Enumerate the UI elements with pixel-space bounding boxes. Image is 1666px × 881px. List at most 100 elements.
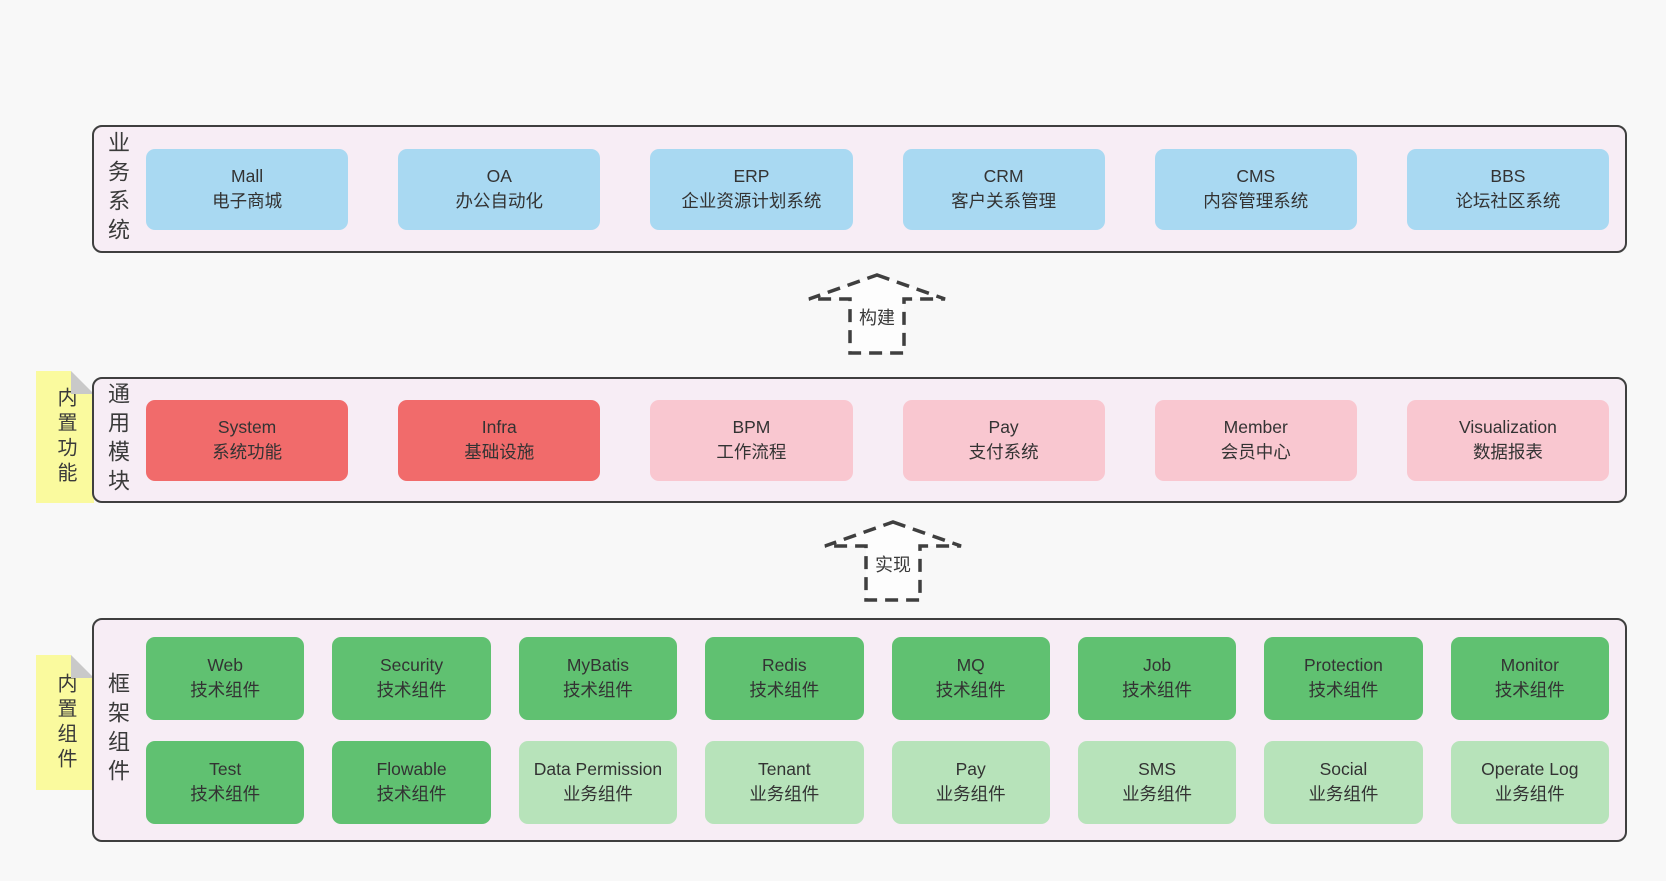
layer-framework-components: 框架组件 Web 技术组件 Security 技术组件 MyBatis 技术组件… (92, 618, 1627, 842)
node-title: CRM (983, 166, 1024, 187)
node-subtitle: 企业资源计划系统 (681, 191, 822, 211)
node-subtitle: 办公自动化 (455, 191, 544, 211)
node-title: Mall (231, 166, 264, 187)
node-subtitle: 技术组件 (1494, 680, 1565, 700)
sticky-note-label: 内置功能 (54, 387, 76, 487)
layer-common-modules: 通用模块 System 系统功能 Infra 基础设施 BPM 工作流程 Pay… (92, 377, 1627, 503)
framework-row-1: Web 技术组件 Security 技术组件 MyBatis 技术组件 Redi… (146, 636, 1609, 720)
node-subtitle: 客户关系管理 (951, 191, 1057, 211)
node-subtitle: 电子商城 (212, 191, 283, 211)
node-title: Data Permission (533, 759, 663, 780)
node-title: Member (1223, 417, 1288, 438)
implement-arrow: 实现 (823, 520, 963, 602)
node-job: Job 技术组件 (1077, 636, 1237, 720)
node-bbs: BBS 论坛社区系统 (1406, 148, 1610, 230)
implement-arrow-label: 实现 (873, 551, 913, 577)
sticky-note-builtin-features: 内置功能 (36, 371, 94, 503)
node-title: Redis (761, 655, 807, 676)
node-subtitle: 业务组件 (1494, 784, 1565, 804)
folded-corner-icon (71, 655, 94, 678)
node-title: SMS (1138, 759, 1177, 780)
node-title: BPM (732, 417, 771, 438)
layer-label-modules: 通用模块 (105, 382, 130, 498)
node-title: Monitor (1500, 655, 1559, 676)
layer-label-business: 业务系统 (105, 131, 130, 247)
node-title: OA (486, 166, 512, 187)
node-subtitle: 系统功能 (212, 442, 283, 462)
node-cms: CMS 内容管理系统 (1154, 148, 1357, 230)
node-subtitle: 技术组件 (190, 680, 261, 700)
node-title: Social (1319, 759, 1368, 780)
node-pay: Pay 支付系统 (902, 399, 1105, 481)
node-title: Web (207, 655, 244, 676)
node-title: System (217, 417, 277, 438)
framework-row-2: Test 技术组件 Flowable 技术组件 Data Permission … (146, 740, 1609, 824)
node-social: Social 业务组件 (1264, 740, 1423, 824)
node-title: Pay (988, 417, 1019, 438)
node-test: Test 技术组件 (146, 740, 305, 824)
node-subtitle: 技术组件 (190, 784, 261, 804)
node-subtitle: 论坛社区系统 (1455, 191, 1561, 211)
node-title: Operate Log (1481, 759, 1579, 780)
node-data-permission: Data Permission 业务组件 (518, 740, 678, 824)
node-monitor: Monitor 技术组件 (1450, 636, 1609, 720)
layer-business-systems: 业务系统 Mall 电子商城 OA 办公自动化 ERP 企业资源计划系统 CRM… (92, 125, 1627, 253)
node-infra: Infra 基础设施 (398, 399, 601, 481)
node-subtitle: 技术组件 (1308, 680, 1379, 700)
node-erp: ERP 企业资源计划系统 (650, 148, 853, 230)
node-title: Infra (481, 417, 517, 438)
node-subtitle: 业务组件 (1308, 784, 1379, 804)
folded-corner-icon (71, 371, 94, 394)
node-mq: MQ 技术组件 (891, 636, 1050, 720)
node-sms: SMS 业务组件 (1077, 740, 1237, 824)
node-title: MyBatis (566, 655, 630, 676)
layer-label-framework: 框架组件 (105, 672, 130, 788)
node-security: Security 技术组件 (332, 636, 491, 720)
node-subtitle: 技术组件 (562, 680, 633, 700)
node-subtitle: 支付系统 (968, 442, 1039, 462)
node-subtitle: 技术组件 (1122, 680, 1193, 700)
node-protection: Protection 技术组件 (1264, 636, 1423, 720)
node-pay-component: Pay 业务组件 (891, 740, 1050, 824)
node-title: ERP (733, 166, 770, 187)
node-title: Job (1142, 655, 1172, 676)
node-subtitle: 数据报表 (1472, 442, 1543, 462)
node-title: Tenant (758, 759, 811, 780)
sticky-note-builtin-components: 内置组件 (36, 655, 94, 790)
node-title: MQ (956, 655, 985, 676)
node-redis: Redis 技术组件 (705, 636, 864, 720)
node-operate-log: Operate Log 业务组件 (1450, 740, 1609, 824)
node-subtitle: 技术组件 (376, 680, 447, 700)
node-subtitle: 业务组件 (935, 784, 1006, 804)
node-flowable: Flowable 技术组件 (332, 740, 491, 824)
node-title: Visualization (1458, 417, 1557, 438)
build-arrow-label: 构建 (857, 304, 897, 330)
node-title: BBS (1490, 166, 1526, 187)
node-title: Security (379, 655, 444, 676)
node-bpm: BPM 工作流程 (650, 399, 853, 481)
node-title: Pay (955, 759, 986, 780)
node-crm: CRM 客户关系管理 (902, 148, 1105, 230)
node-web: Web 技术组件 (146, 636, 305, 720)
node-subtitle: 工作流程 (716, 442, 787, 462)
node-title: Test (209, 759, 242, 780)
node-title: Flowable (376, 759, 447, 780)
node-system: System 系统功能 (146, 399, 349, 481)
node-subtitle: 技术组件 (935, 680, 1006, 700)
business-boxes: Mall 电子商城 OA 办公自动化 ERP 企业资源计划系统 CRM 客户关系… (140, 127, 1625, 251)
node-mall: Mall 电子商城 (146, 148, 349, 230)
module-boxes: System 系统功能 Infra 基础设施 BPM 工作流程 Pay 支付系统… (140, 379, 1625, 501)
node-subtitle: 基础设施 (464, 442, 535, 462)
build-arrow: 构建 (807, 273, 947, 355)
sticky-note-label: 内置组件 (54, 672, 76, 773)
node-title: CMS (1236, 166, 1276, 187)
node-title: Protection (1304, 655, 1383, 676)
node-member: Member 会员中心 (1154, 399, 1357, 481)
node-mybatis: MyBatis 技术组件 (518, 636, 678, 720)
framework-boxes: Web 技术组件 Security 技术组件 MyBatis 技术组件 Redi… (140, 620, 1625, 840)
node-oa: OA 办公自动化 (398, 148, 601, 230)
node-visualization: Visualization 数据报表 (1406, 399, 1610, 481)
node-subtitle: 会员中心 (1220, 442, 1291, 462)
node-tenant: Tenant 业务组件 (705, 740, 864, 824)
node-subtitle: 技术组件 (749, 680, 820, 700)
